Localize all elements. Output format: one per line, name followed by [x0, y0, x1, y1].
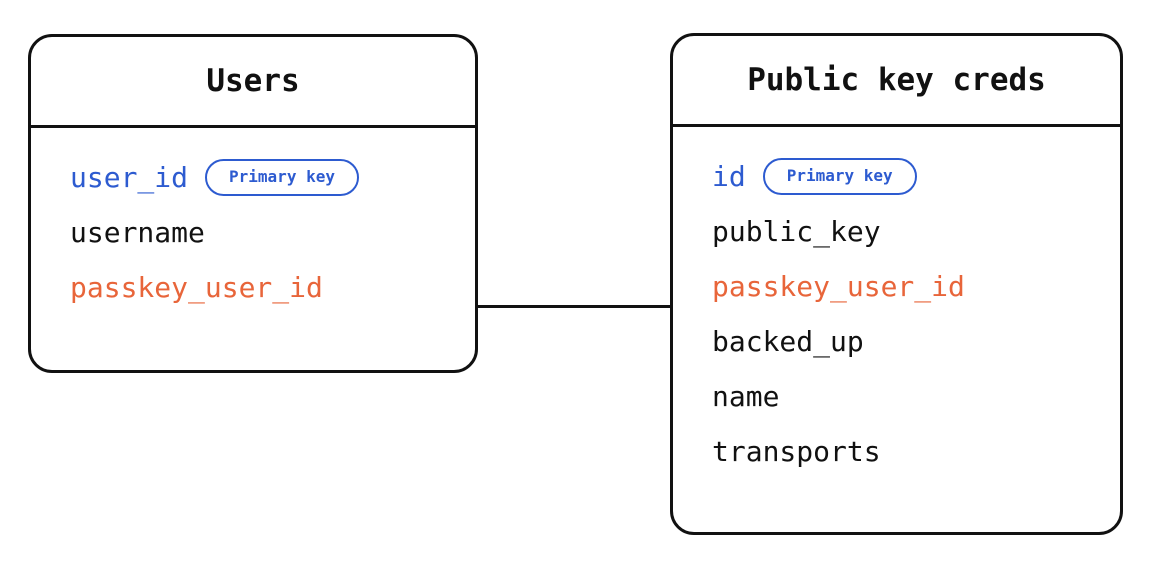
field-row[interactable]: id Primary key: [712, 149, 1102, 204]
field-name-passkey_user_id: passkey_user_id: [70, 270, 323, 304]
field-row[interactable]: name: [712, 369, 1102, 424]
field-name-backed_up: backed_up: [712, 324, 864, 358]
field-name-passkey_user_id: passkey_user_id: [712, 269, 965, 303]
entity-header-users: Users: [31, 37, 475, 128]
entity-header-public-key-creds: Public key creds: [673, 36, 1120, 127]
field-name-username: username: [70, 215, 205, 249]
field-row[interactable]: passkey_user_id: [70, 260, 457, 315]
field-name-id: id: [712, 159, 746, 193]
field-row[interactable]: passkey_user_id: [712, 259, 1102, 314]
relationship-connector-line: [478, 305, 672, 308]
primary-key-badge: Primary key: [762, 158, 917, 195]
entity-title: Users: [206, 62, 300, 99]
field-name-transports: transports: [712, 434, 881, 468]
primary-key-badge: Primary key: [205, 159, 359, 196]
field-row[interactable]: username: [70, 205, 457, 260]
field-row[interactable]: user_id Primary key: [70, 150, 457, 205]
field-name-user_id: user_id: [70, 160, 189, 194]
entity-title: Public key creds: [747, 61, 1046, 98]
field-row[interactable]: backed_up: [712, 314, 1102, 369]
field-name-name: name: [712, 379, 780, 413]
field-row[interactable]: transports: [712, 424, 1102, 479]
field-name-public_key: public_key: [712, 214, 881, 248]
field-row[interactable]: public_key: [712, 204, 1102, 259]
